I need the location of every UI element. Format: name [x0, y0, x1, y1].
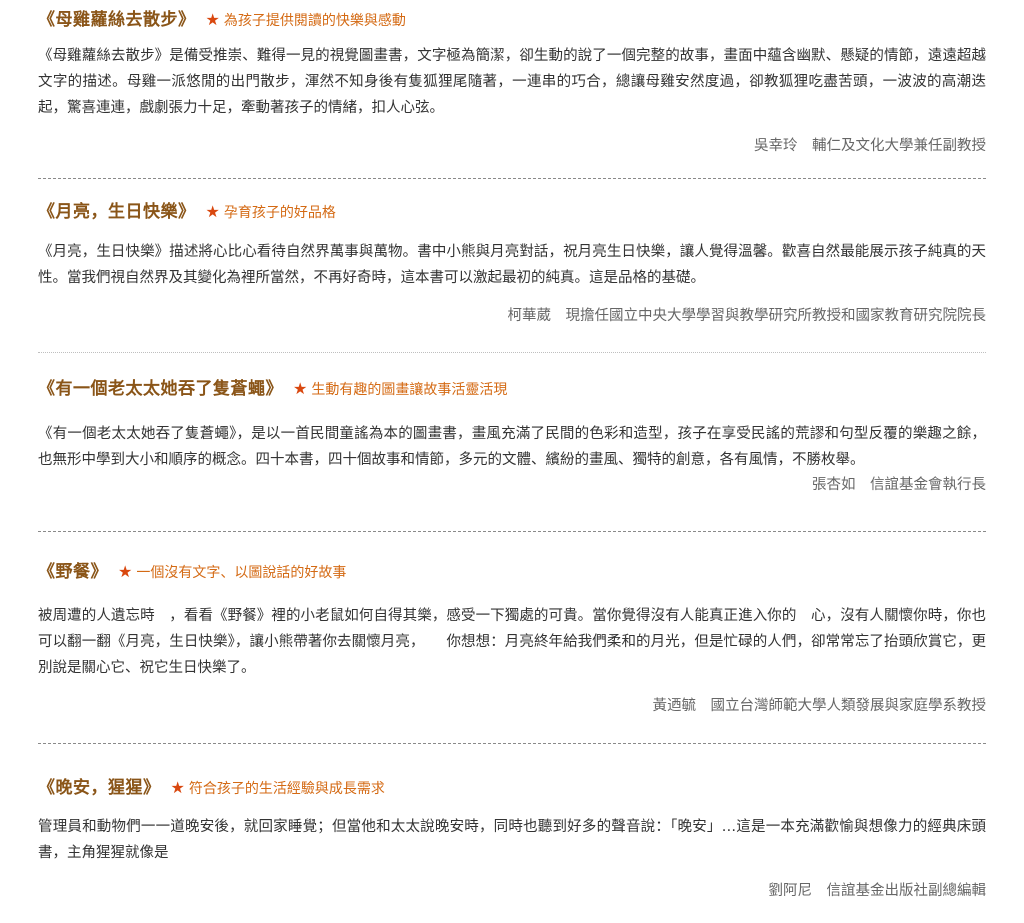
divider: [38, 531, 986, 532]
tagline-text: 符合孩子的生活經驗與成長需求: [188, 781, 385, 797]
review-author: 劉阿尼 信誼基金出版社副總編輯: [768, 883, 987, 899]
review-body: 《母雞蘿絲去散步》是備受推崇、難得一見的視覺圖畫書，文字極為簡潔，卻生動的說了一…: [38, 48, 986, 116]
tagline: ★ 為孩子提供閱讀的快樂與感動: [206, 8, 406, 33]
star-icon: ★: [205, 10, 220, 29]
star-icon: ★: [118, 562, 133, 581]
divider: [38, 352, 986, 353]
tagline: ★ 一個沒有文字、以圖說話的好故事: [118, 560, 346, 585]
book-title: 《野餐》: [38, 562, 108, 582]
review-header: 《月亮，生日快樂》 ★ 孕育孩子的好品格: [38, 200, 986, 224]
tagline-text: 一個沒有文字、以圖說話的好故事: [136, 565, 347, 581]
divider: [38, 743, 986, 744]
review-author: 張杏如 信誼基金會執行長: [812, 477, 986, 493]
divider: [38, 178, 986, 179]
review-2: 《月亮，生日快樂》 ★ 孕育孩子的好品格 《月亮，生日快樂》描述將心比心看待自然…: [38, 200, 986, 326]
review-body: 《有一個老太太她吞了隻蒼蠅》，是以一首民間童謠為本的圖畫書，畫風充滿了民間的色彩…: [38, 426, 986, 468]
review-body: 《月亮，生日快樂》描述將心比心看待自然界萬事與萬物。書中小熊與月亮對話，祝月亮生…: [38, 244, 986, 286]
review-author: 柯華葳 現擔任國立中央大學學習與教學研究所教授和國家教育研究院院長: [507, 308, 987, 324]
review-header: 《母雞蘿絲去散步》 ★ 為孩子提供閱讀的快樂與感動: [38, 8, 986, 32]
review-header: 《晚安，猩猩》 ★ 符合孩子的生活經驗與成長需求: [38, 776, 986, 800]
star-icon: ★: [293, 379, 308, 398]
tagline: ★ 生動有趣的圖畫讓故事活靈活現: [293, 377, 507, 402]
star-icon: ★: [205, 202, 220, 221]
tagline: ★ 符合孩子的生活經驗與成長需求: [171, 776, 385, 801]
review-header: 《有一個老太太她吞了隻蒼蠅》 ★ 生動有趣的圖畫讓故事活靈活現: [38, 377, 986, 401]
review-5: 《晚安，猩猩》 ★ 符合孩子的生活經驗與成長需求 管理員和動物們一一道晚安後，就…: [38, 776, 986, 901]
book-title: 《晚安，猩猩》: [38, 778, 161, 798]
review-author: 吳幸玲 輔仁及文化大學兼任副教授: [754, 138, 986, 154]
tagline-text: 孕育孩子的好品格: [223, 205, 336, 221]
book-title: 《母雞蘿絲去散步》: [38, 10, 196, 30]
review-4: 《野餐》 ★ 一個沒有文字、以圖說話的好故事 被周遭的人遺忘時 ，看看《野餐》裡…: [38, 560, 986, 716]
tagline-text: 為孩子提供閱讀的快樂與感動: [223, 13, 406, 29]
tagline-text: 生動有趣的圖畫讓故事活靈活現: [311, 382, 508, 398]
review-1: 《母雞蘿絲去散步》 ★ 為孩子提供閱讀的快樂與感動 《母雞蘿絲去散步》是備受推崇…: [38, 8, 986, 156]
star-icon: ★: [170, 778, 185, 797]
review-body: 被周遭的人遺忘時 ，看看《野餐》裡的小老鼠如何自得其樂，感受一下獨處的可貴。當你…: [38, 608, 986, 676]
review-body: 管理員和動物們一一道晚安後，就回家睡覺；但當他和太太說晚安時，同時也聽到好多的聲…: [38, 819, 986, 861]
tagline: ★ 孕育孩子的好品格: [206, 200, 336, 225]
book-title: 《月亮，生日快樂》: [38, 202, 196, 222]
review-header: 《野餐》 ★ 一個沒有文字、以圖說話的好故事: [38, 560, 986, 584]
review-author: 黃迺毓 國立台灣師範大學人類發展與家庭學系教授: [652, 698, 987, 714]
book-title: 《有一個老太太她吞了隻蒼蠅》: [38, 379, 283, 399]
review-3: 《有一個老太太她吞了隻蒼蠅》 ★ 生動有趣的圖畫讓故事活靈活現 《有一個老太太她…: [38, 377, 986, 495]
